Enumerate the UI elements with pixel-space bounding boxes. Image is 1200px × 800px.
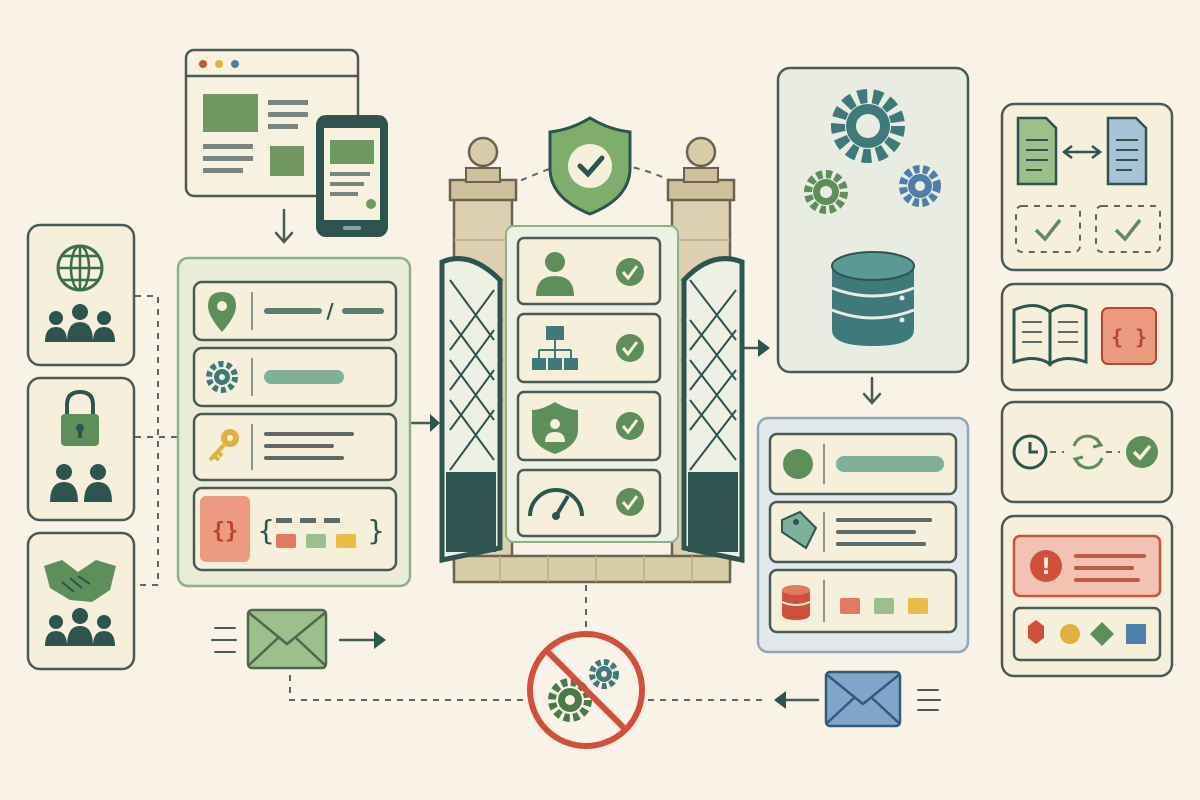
panel-error: ! bbox=[1000, 514, 1174, 678]
handshake-icon bbox=[44, 560, 116, 602]
gate-door-left bbox=[439, 256, 503, 564]
request-card: / {} bbox=[176, 256, 412, 588]
gear-icon bbox=[804, 170, 848, 214]
response-envelope-icon bbox=[824, 670, 902, 728]
check-icon bbox=[616, 334, 644, 362]
code-braces-icon: {} bbox=[200, 496, 250, 562]
response-row-metadata bbox=[768, 500, 958, 564]
database-icon bbox=[831, 251, 915, 346]
status-dot-icon bbox=[783, 449, 813, 479]
open-book-icon bbox=[1012, 304, 1088, 367]
document-icon bbox=[1016, 116, 1058, 186]
gateway bbox=[439, 116, 745, 584]
document-icon bbox=[1106, 116, 1148, 186]
check-row-rate-limit bbox=[516, 468, 662, 538]
actor-partner bbox=[26, 531, 136, 671]
actor-public bbox=[26, 223, 136, 367]
shield-user-icon bbox=[532, 402, 578, 454]
lock-icon bbox=[61, 389, 99, 446]
alert-icon: ! bbox=[1030, 550, 1062, 582]
gate-door-right bbox=[681, 256, 745, 564]
shield-check-icon bbox=[548, 116, 632, 216]
gear-icon bbox=[899, 165, 941, 207]
check-icon bbox=[616, 258, 644, 286]
docs-code-braces: { } bbox=[1111, 325, 1147, 349]
actor-private bbox=[26, 376, 136, 522]
panel-async bbox=[1000, 400, 1174, 504]
swap-icon bbox=[1061, 145, 1103, 159]
gateway-checks bbox=[505, 225, 679, 543]
gate-base bbox=[452, 554, 732, 584]
request-row-path: / bbox=[192, 280, 398, 342]
browser-window-icon bbox=[184, 48, 360, 198]
check-icon bbox=[616, 488, 644, 516]
path-separator: / bbox=[326, 299, 334, 323]
user-group-icon bbox=[45, 608, 115, 646]
error-banner: ! bbox=[1012, 534, 1162, 598]
request-envelope-icon bbox=[246, 608, 328, 670]
request-row-method bbox=[192, 346, 398, 408]
check-row-routing bbox=[516, 312, 662, 384]
location-pin-icon bbox=[208, 292, 236, 332]
mobile-phone-icon bbox=[316, 115, 388, 237]
panel-contract-compare bbox=[1000, 102, 1174, 272]
hierarchy-icon bbox=[532, 326, 578, 370]
request-row-body: {} { } bbox=[192, 486, 398, 572]
blocked-processing-icon bbox=[527, 631, 645, 749]
sync-icon bbox=[1072, 434, 1104, 470]
response-row-status bbox=[768, 432, 958, 496]
check-icon bbox=[1015, 205, 1081, 253]
key-icon bbox=[208, 429, 239, 462]
gear-icon bbox=[206, 361, 238, 393]
alert-glyph: ! bbox=[1041, 555, 1051, 580]
backend-services bbox=[776, 66, 970, 374]
clock-icon bbox=[1012, 434, 1048, 470]
globe-icon bbox=[56, 244, 104, 292]
body-open-brace: { bbox=[258, 514, 275, 547]
request-row-headers bbox=[192, 412, 398, 482]
database-icon bbox=[781, 585, 811, 620]
panel-docs: { } bbox=[1000, 282, 1174, 392]
svg-text:{}: {} bbox=[212, 519, 239, 544]
check-row-policy bbox=[516, 390, 662, 462]
response-card bbox=[756, 416, 970, 654]
check-icon bbox=[616, 412, 644, 440]
user-group-icon bbox=[45, 304, 115, 342]
user-icon bbox=[536, 252, 574, 296]
response-row-payload bbox=[768, 568, 958, 634]
gear-icon bbox=[831, 89, 905, 163]
check-row-auth bbox=[516, 236, 662, 306]
code-braces-icon: { } bbox=[1101, 307, 1157, 365]
connectors bbox=[135, 164, 941, 711]
tag-icon bbox=[781, 510, 818, 550]
user-group-icon bbox=[50, 464, 112, 502]
body-close-brace: } bbox=[368, 514, 385, 547]
shape-legend bbox=[1012, 606, 1162, 662]
check-icon bbox=[1126, 436, 1158, 468]
check-icon bbox=[1095, 205, 1161, 253]
speedometer-icon bbox=[528, 488, 584, 520]
